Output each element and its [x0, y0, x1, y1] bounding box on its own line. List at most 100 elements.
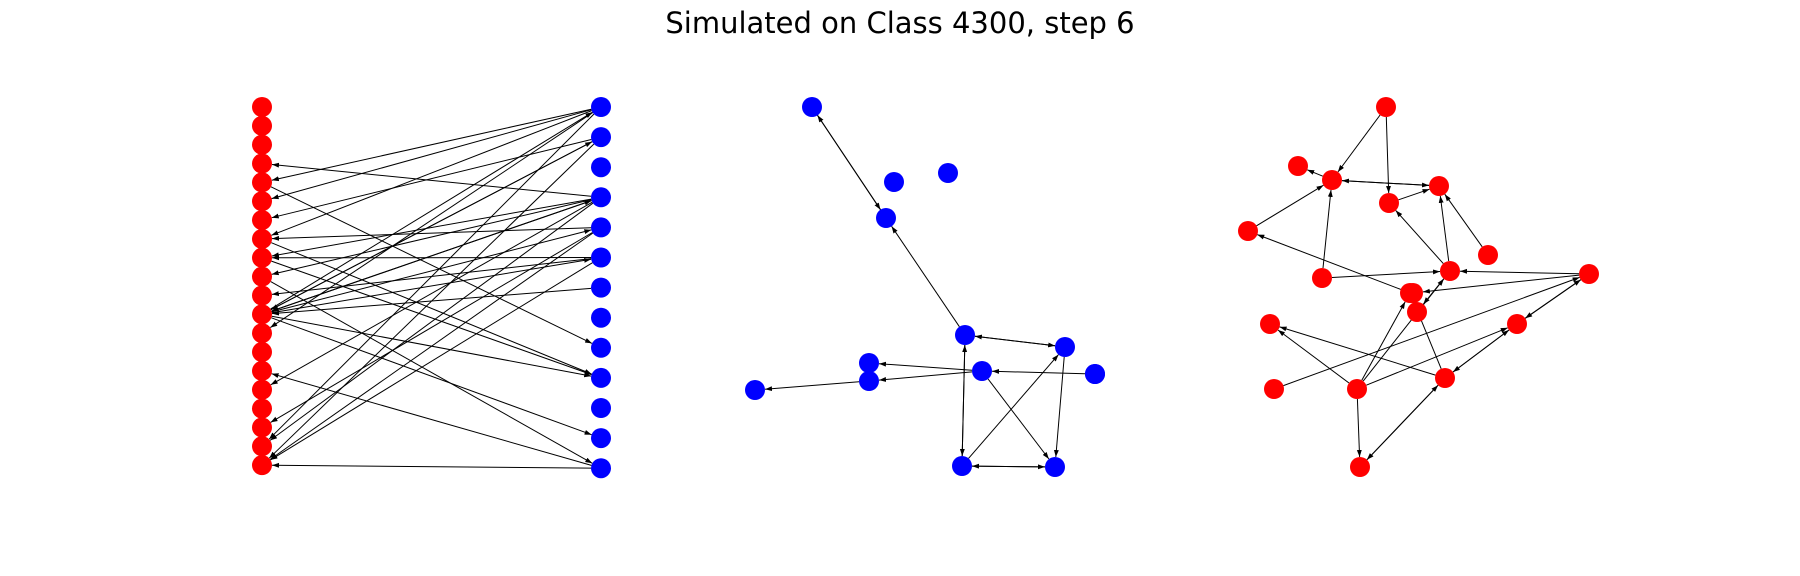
graph-edge [271, 199, 592, 276]
graph-node [876, 208, 896, 228]
graph-edge [1279, 326, 1436, 376]
graph-edge [1366, 384, 1439, 461]
graph-edge [974, 334, 1056, 347]
graph-node [1407, 302, 1427, 322]
graph-edge [1366, 327, 1508, 386]
graph-node [1507, 314, 1527, 334]
graph-node [1429, 176, 1449, 196]
graph-edge [878, 371, 973, 382]
graph-edge [271, 200, 592, 312]
graph-edge [891, 226, 960, 327]
right-node [591, 337, 611, 358]
graph-edge [271, 317, 592, 436]
graph-node [1435, 368, 1455, 388]
left-node [252, 360, 272, 381]
left-node [252, 97, 272, 117]
graph-edge [1053, 356, 1065, 458]
left-node [252, 398, 272, 419]
graph-node [938, 163, 958, 183]
graph-node [884, 172, 904, 192]
graph-node [955, 325, 975, 345]
graph-node [1055, 337, 1075, 357]
graph-node [1264, 379, 1284, 399]
left-node [252, 210, 272, 231]
graph-edge [1331, 269, 1441, 278]
blue-graph-edges [764, 115, 1086, 470]
graph-edge [1277, 329, 1350, 384]
left-node [252, 153, 272, 174]
graph-node [1260, 314, 1280, 334]
graph-edge [271, 287, 592, 316]
graph-edge [271, 198, 592, 258]
graph-edge [270, 111, 593, 310]
blue-graph-panel [745, 97, 1105, 477]
graph-edge [271, 110, 592, 236]
graph-edge [1524, 279, 1582, 319]
graph-node [1403, 283, 1423, 303]
graph-node [1288, 156, 1308, 176]
graph-node [1440, 261, 1460, 281]
graph-edge [1322, 189, 1333, 269]
graph-edge [1398, 188, 1430, 201]
red-graph-nodes [1238, 97, 1599, 477]
graph-node [1379, 193, 1399, 213]
graph-edge [1256, 184, 1324, 227]
graph-edge [270, 201, 593, 386]
graph-edge [270, 281, 593, 464]
graph-edge [961, 344, 968, 457]
red-graph-panel [1238, 97, 1599, 477]
left-node [252, 323, 272, 344]
graph-edge [271, 257, 592, 314]
graph-edge [1438, 195, 1450, 262]
graph-edge [271, 229, 592, 313]
graph-edge [1356, 398, 1362, 458]
graph-node [859, 371, 879, 391]
graph-edge [271, 260, 592, 376]
left-node [252, 172, 272, 193]
graph-edge [270, 141, 593, 311]
graph-edge [991, 369, 1086, 375]
graph-node [1045, 457, 1065, 477]
graph-edge [271, 108, 592, 182]
graph-edge [271, 227, 592, 241]
right-node [591, 458, 611, 479]
right-node [591, 97, 611, 117]
graph-edge [1395, 210, 1444, 264]
left-node [252, 455, 272, 476]
graph-edge [1452, 329, 1510, 373]
graph-edge [270, 262, 593, 461]
graph-edge [968, 354, 1059, 459]
graph-edge [271, 315, 592, 378]
bipartite-graph-panel [252, 97, 611, 479]
graph-edge [271, 242, 592, 375]
left-node [252, 342, 272, 363]
left-node [252, 266, 272, 287]
graph-edge [1422, 274, 1580, 294]
left-node [252, 285, 272, 306]
graph-node [802, 97, 822, 117]
graph-edge [1257, 234, 1401, 290]
graph-edge [271, 109, 592, 200]
graph-edge [1283, 276, 1580, 387]
left-node [252, 379, 272, 400]
right-node [591, 367, 611, 388]
right-node [591, 127, 611, 148]
graph-node [745, 380, 765, 400]
graph-edge [1341, 178, 1430, 186]
graph-node [1238, 221, 1258, 241]
graph-edge [1459, 268, 1580, 275]
graph-node [1085, 364, 1105, 384]
graph-node [859, 353, 879, 373]
left-node [252, 436, 272, 457]
graph-edge [269, 202, 594, 441]
graph-edge [764, 381, 860, 392]
graph-edge [271, 462, 592, 469]
graph-node [1322, 170, 1342, 190]
graph-node [952, 456, 972, 476]
right-node [591, 247, 611, 268]
graph-edge [270, 112, 593, 329]
graph-edge [1444, 193, 1483, 248]
graph-node [1579, 264, 1599, 284]
left-node [252, 247, 272, 268]
graph-edge [271, 373, 592, 466]
